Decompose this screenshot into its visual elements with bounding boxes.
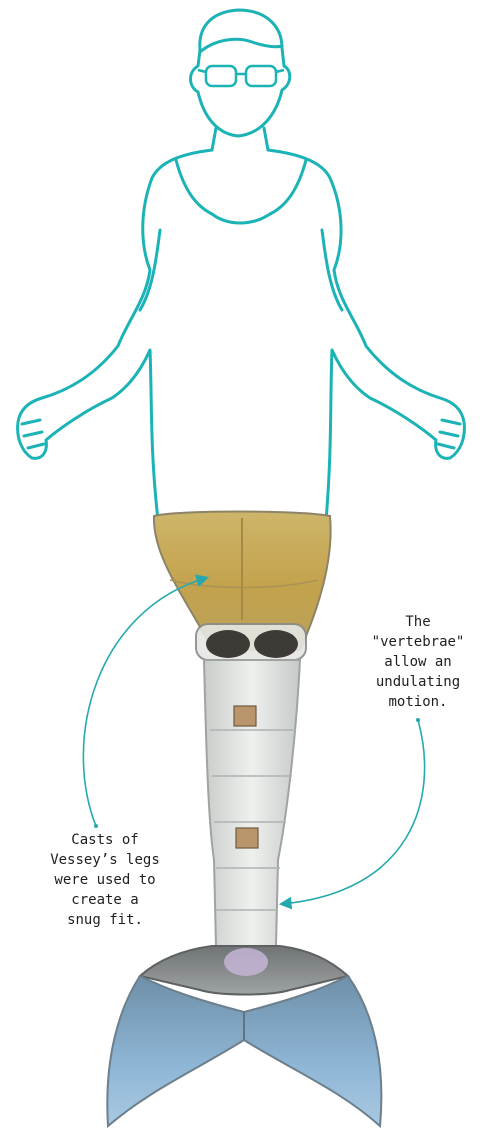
casts-callout-line: Casts of	[30, 830, 180, 850]
casts-callout-line: Vessey’s legs	[30, 850, 180, 870]
glasses-icon	[198, 66, 284, 86]
vertebrae-callout-line: motion.	[370, 692, 466, 712]
tail-clamp	[196, 624, 306, 660]
tail-fluke	[107, 976, 381, 1126]
hand-left	[22, 420, 44, 448]
casts-arrow	[83, 578, 206, 826]
hand-right	[438, 420, 460, 448]
mermaid-tail-photo	[107, 512, 381, 1127]
vertebrae-callout-line: "vertebrae"	[370, 632, 466, 652]
strap-right	[270, 160, 306, 214]
casts-callout-line: snug fit.	[30, 910, 180, 930]
body-outline-right	[268, 150, 464, 520]
vertebrae-callout: The "vertebrae" allow an undulating moti…	[370, 612, 466, 712]
casts-callout-line: create a	[30, 890, 180, 910]
vertebrae-callout-line: undulating	[370, 672, 466, 692]
person-outline-icon	[18, 10, 465, 520]
body-outline	[18, 150, 212, 520]
casts-callout: Casts of Vessey’s legs were used to crea…	[30, 830, 180, 930]
arm-inner-right	[322, 230, 342, 310]
vertebrae-callout-line: The	[370, 612, 466, 632]
vertebrae-arrow	[282, 720, 425, 904]
neckline	[212, 214, 270, 223]
casts-callout-line: were used to	[30, 870, 180, 890]
vertebrae-callout-line: allow an	[370, 652, 466, 672]
hair-outline	[200, 39, 282, 52]
strap-left	[176, 160, 212, 214]
